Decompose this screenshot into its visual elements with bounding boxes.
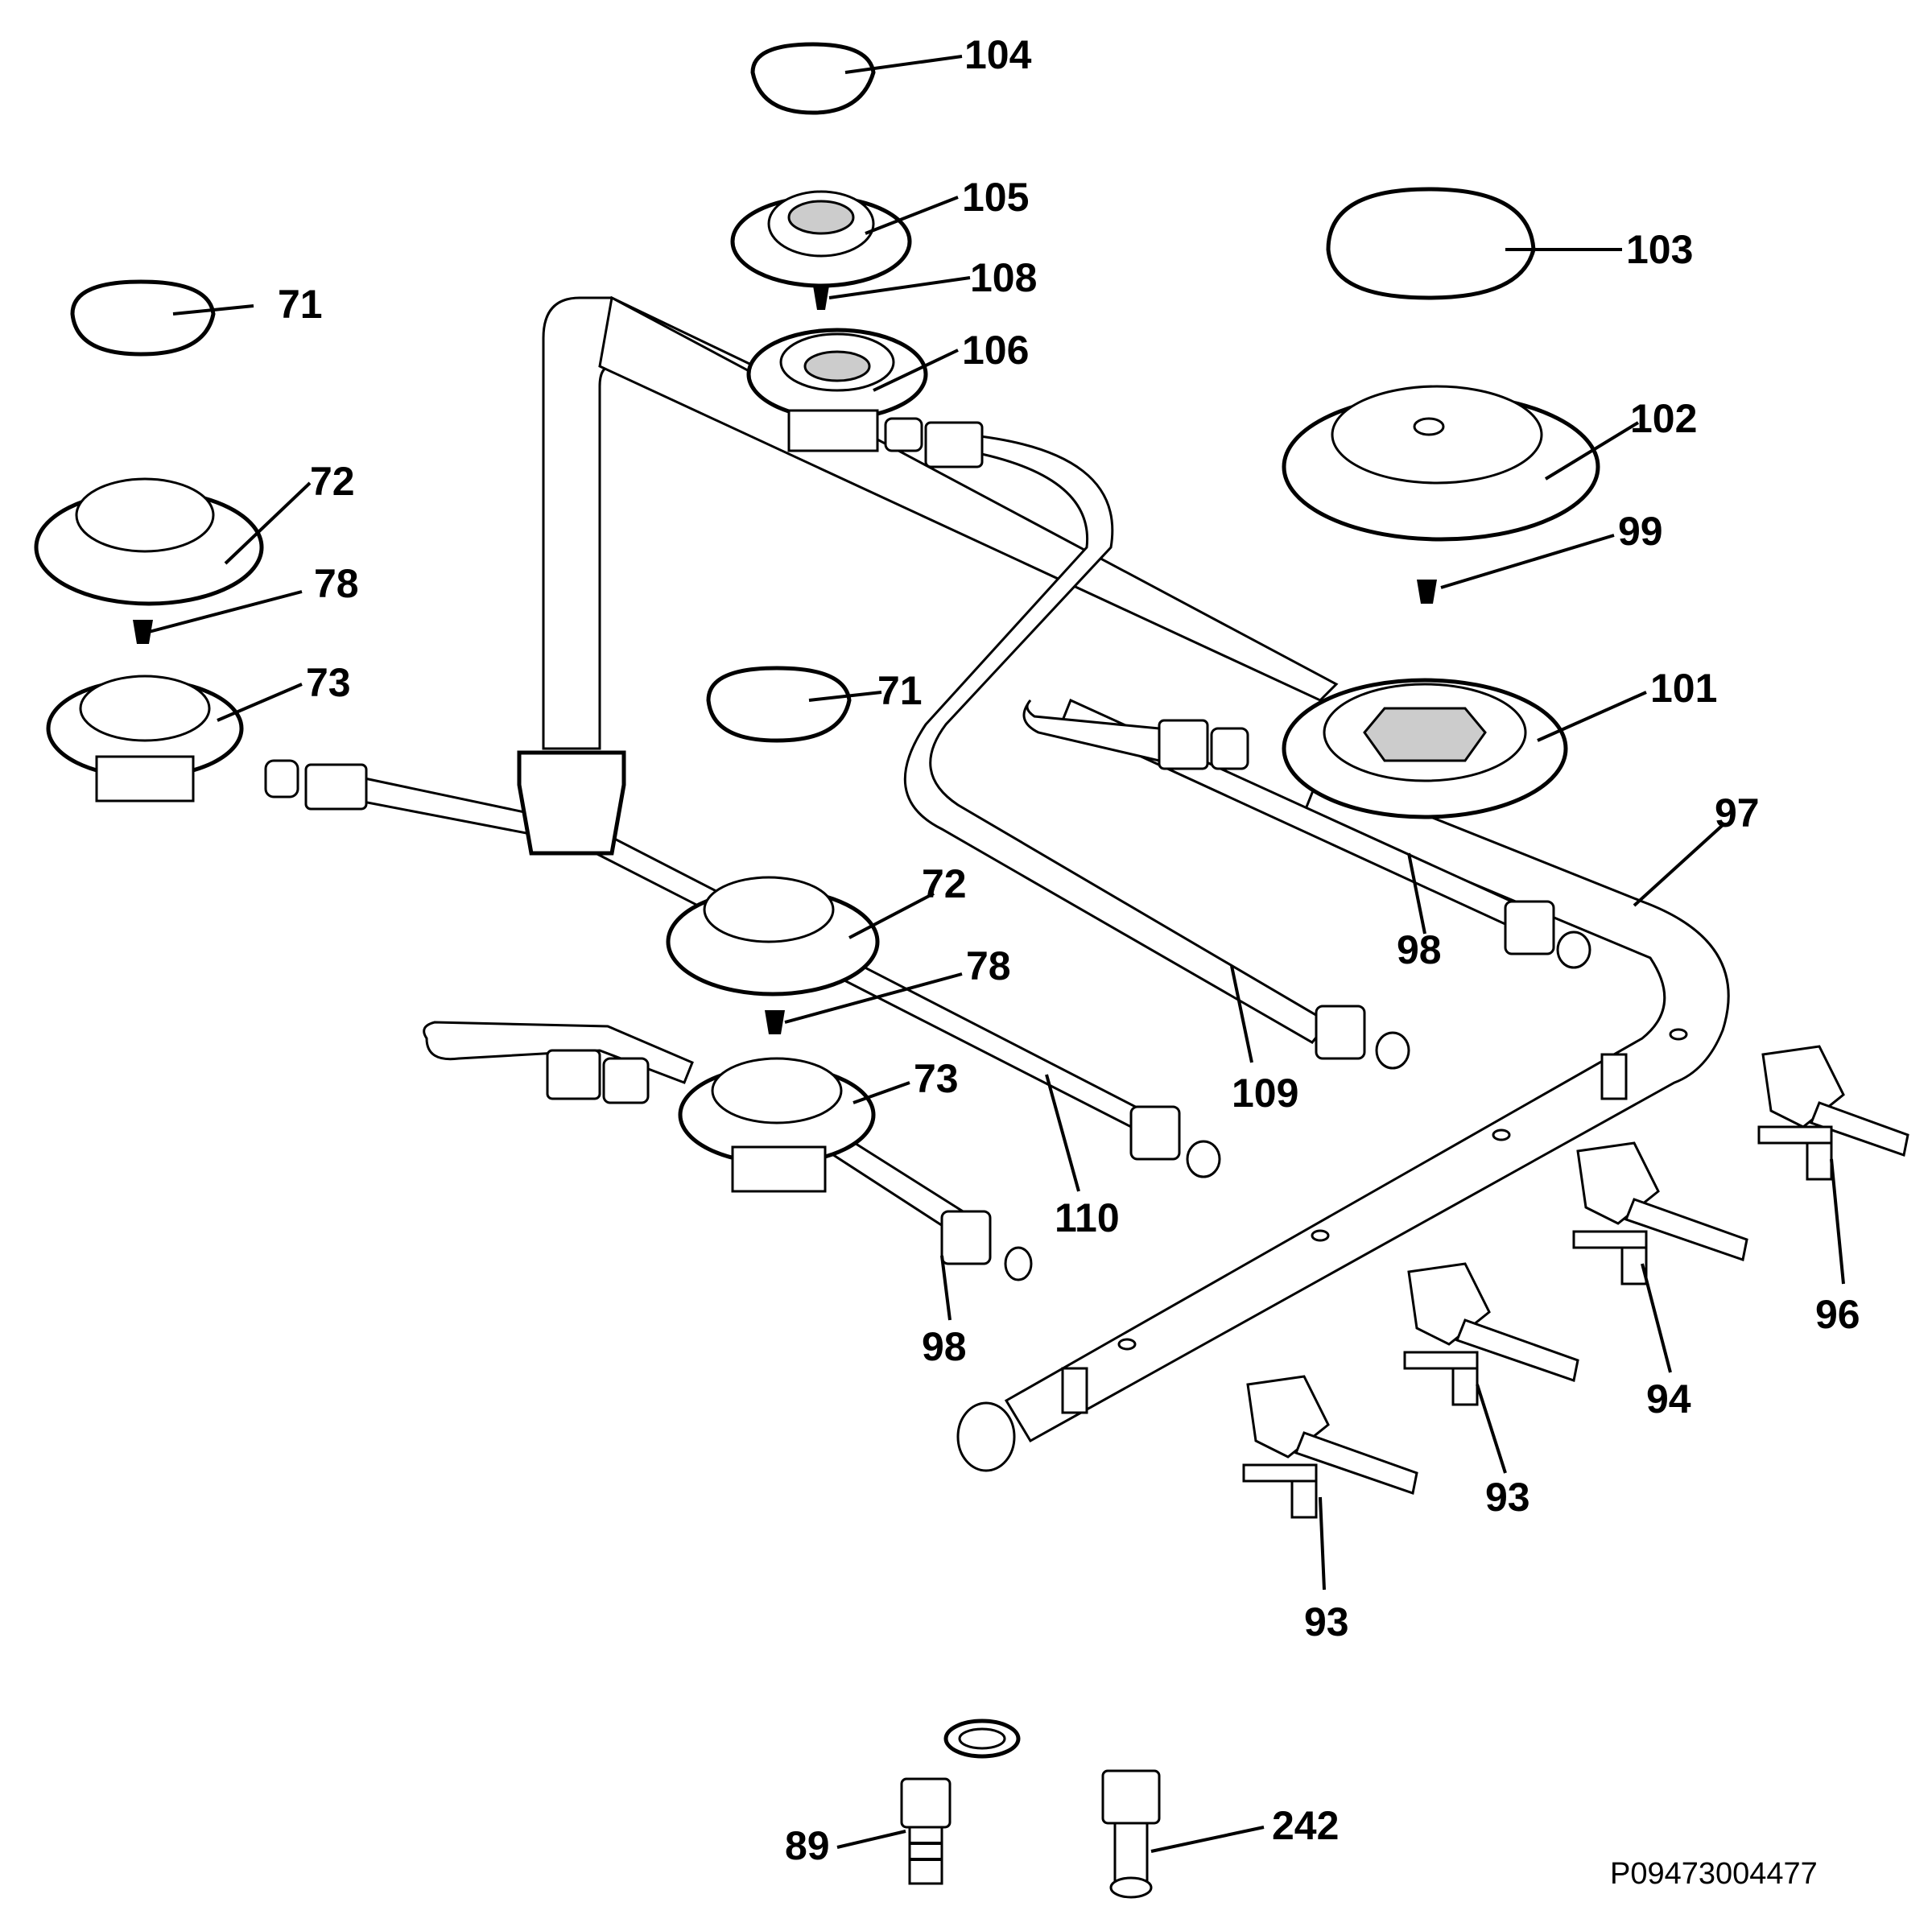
callout-78-left: 78: [314, 561, 359, 606]
burner-left: [34, 279, 264, 803]
nut-right-a: [1158, 719, 1209, 770]
nut-110-bore: [1186, 1140, 1221, 1178]
rail-hole-3: [1492, 1129, 1511, 1141]
rail-bracket-2: [1600, 1053, 1628, 1100]
nut-top-a: [884, 417, 923, 452]
callout-96: 96: [1815, 1292, 1860, 1337]
burner-base-73-left-ring: [79, 675, 211, 742]
gas-tap-94: [1572, 1141, 1748, 1285]
callout-109: 109: [1232, 1071, 1298, 1116]
nut-98-end: [1504, 900, 1555, 955]
callout-72-left: 72: [310, 459, 355, 504]
nut-110-end: [1129, 1105, 1181, 1161]
callout-71-left: 71: [278, 282, 323, 327]
rail-hole-1: [1117, 1338, 1137, 1351]
callout-73-center: 73: [914, 1056, 959, 1101]
rail-hole-2: [1311, 1229, 1330, 1242]
callout-93-lower: 93: [1304, 1599, 1349, 1644]
burner-cap-71-center: [706, 666, 852, 743]
nut-lower-b: [602, 1057, 650, 1104]
nut-109-end: [1315, 1005, 1366, 1060]
callout-labels: 104 105 108 106 103 102 99 101 97 98 109…: [278, 32, 1860, 1868]
burner-crown-72-center-top: [703, 876, 835, 943]
callout-98-lower: 98: [922, 1324, 967, 1369]
callout-108: 108: [970, 255, 1037, 300]
callout-71-center: 71: [877, 668, 923, 713]
nut-right-b: [1210, 727, 1249, 770]
burner-crown-105-core: [787, 200, 855, 235]
gas-tap-96: [1757, 1045, 1909, 1181]
callout-101: 101: [1650, 666, 1717, 711]
burner-crown-102-hole: [1413, 417, 1445, 436]
callout-106: 106: [962, 328, 1029, 373]
injector-89: [900, 1777, 952, 1885]
gas-taps: [1242, 1045, 1909, 1519]
nut-109-bore: [1375, 1031, 1410, 1070]
callout-72-center: 72: [922, 861, 967, 906]
callout-242: 242: [1272, 1803, 1339, 1848]
nut-top-b: [924, 421, 984, 468]
injector-242: [1101, 1769, 1161, 1899]
callout-105: 105: [962, 175, 1029, 220]
callout-73-left: 73: [306, 660, 351, 705]
tee-fitting: [517, 750, 626, 856]
callout-97: 97: [1715, 790, 1760, 836]
screw-99: [1417, 580, 1437, 604]
callout-89: 89: [785, 1823, 830, 1868]
burner-top-center: [730, 42, 928, 452]
burner-base-106-neck: [787, 409, 879, 452]
burner-base-73-center-neck: [731, 1145, 827, 1193]
nut-98-lower-end: [940, 1210, 992, 1265]
burner-crown-102-top: [1331, 385, 1543, 485]
burner-base-101-core: [1363, 707, 1487, 762]
loose-parts: [900, 1719, 1161, 1899]
nut-98-bore: [1556, 930, 1591, 969]
nut-98-lower-bore: [1004, 1246, 1033, 1281]
rail-end-cap: [956, 1401, 1016, 1472]
callout-103: 103: [1626, 227, 1693, 272]
pipe-109: [903, 433, 1331, 1044]
rail-bracket-1: [1061, 1367, 1088, 1414]
burner-base-106-core: [803, 350, 871, 382]
reference-code: P09473004477: [1610, 1857, 1818, 1891]
burner-base-73-center-ring: [711, 1057, 843, 1124]
sealing-washer-hole: [958, 1727, 1006, 1750]
burner-base-73-left-neck: [95, 755, 195, 803]
callout-102: 102: [1630, 396, 1697, 441]
callout-98-right: 98: [1397, 927, 1442, 972]
screw-108: [813, 286, 829, 310]
screw-78-left: [133, 620, 153, 644]
nut-lower-a: [546, 1049, 601, 1100]
callout-78-center: 78: [966, 943, 1011, 988]
callout-94: 94: [1646, 1376, 1691, 1422]
callout-110: 110: [1055, 1195, 1120, 1240]
gas-tap-93-upper: [1403, 1262, 1579, 1406]
pipe-left-branch: [336, 771, 549, 839]
supply-pipe-upright: [542, 296, 807, 750]
screw-78-center: [765, 1010, 785, 1034]
leader-lines: [148, 55, 1845, 1853]
burner-center: [666, 666, 880, 1193]
burner-cap-71-left: [70, 279, 216, 357]
callout-104: 104: [964, 32, 1032, 77]
rail-hole-4: [1669, 1028, 1688, 1041]
gas-tap-93-lower: [1242, 1375, 1418, 1519]
callout-93-upper: 93: [1485, 1475, 1530, 1520]
burner-crown-72-left-top: [75, 477, 215, 553]
nut-left-a: [264, 759, 299, 798]
burner-cap-104: [750, 42, 876, 115]
burner-top-right: [1282, 187, 1600, 819]
burner-cap-103: [1326, 187, 1536, 300]
nut-left-b: [304, 763, 368, 811]
callout-99: 99: [1618, 509, 1663, 554]
pipe-inlet-right: [1022, 699, 1161, 762]
